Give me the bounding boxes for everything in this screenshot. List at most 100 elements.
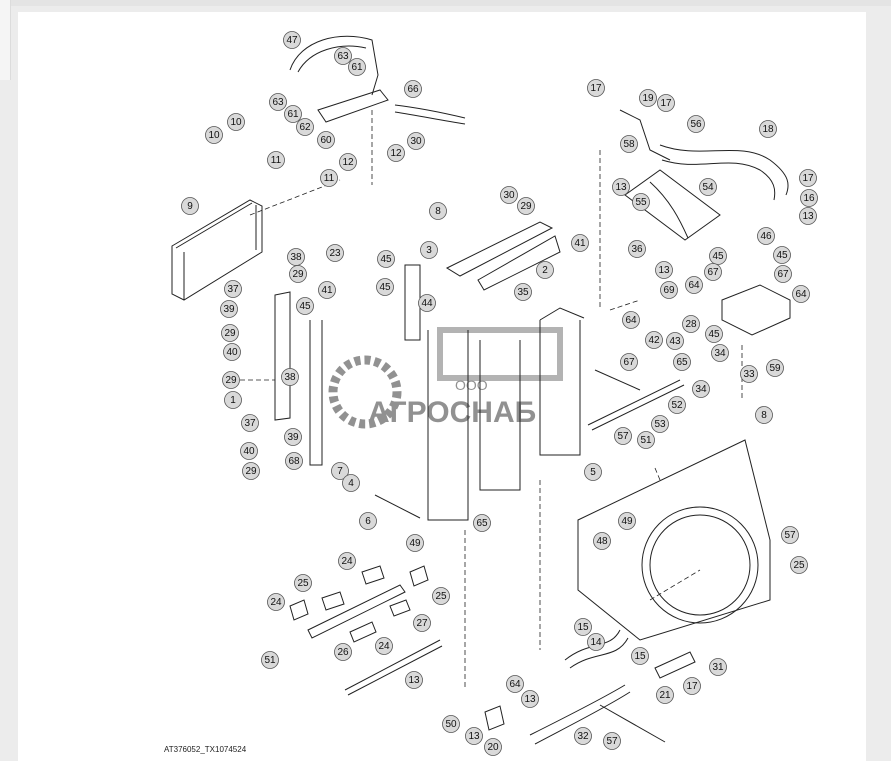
- callout-17: 17: [657, 94, 675, 112]
- callout-label: 40: [243, 446, 255, 457]
- callout-30: 30: [500, 186, 518, 204]
- callout-label: 40: [226, 347, 238, 358]
- callout-label: 25: [793, 560, 805, 571]
- callout-label: 3: [426, 245, 432, 256]
- callout-label: 4: [348, 478, 354, 489]
- diagram-caption: AT376052_TX1074524: [164, 745, 247, 754]
- callout-26: 26: [334, 643, 352, 661]
- callout-29: 29: [289, 265, 307, 283]
- callout-label: 37: [227, 284, 239, 295]
- callout-label: 7: [337, 466, 343, 477]
- callout-31: 31: [709, 658, 727, 676]
- side-bar-1: [274, 291, 291, 421]
- callout-8: 8: [755, 406, 773, 424]
- callout-label: 43: [669, 336, 681, 347]
- callout-20: 20: [484, 738, 502, 756]
- callout-29: 29: [221, 324, 239, 342]
- callout-7: 7: [331, 462, 349, 480]
- callout-label: 49: [621, 516, 633, 527]
- callout-11: 11: [267, 151, 285, 169]
- callout-45: 45: [377, 250, 395, 268]
- callout-45: 45: [296, 297, 314, 315]
- hose-assembly-top: [289, 35, 466, 125]
- callout-25: 25: [432, 587, 450, 605]
- callout-label: 51: [264, 655, 276, 666]
- callout-10: 10: [205, 126, 223, 144]
- callout-label: 33: [743, 369, 755, 380]
- callout-label: 28: [685, 319, 697, 330]
- callout-67: 67: [620, 353, 638, 371]
- callout-label: 69: [663, 285, 675, 296]
- callout-label: 6: [365, 516, 371, 527]
- callout-67: 67: [774, 265, 792, 283]
- callout-label: 23: [329, 248, 341, 259]
- callout-36: 36: [628, 240, 646, 258]
- callout-5: 5: [584, 463, 602, 481]
- hose-18-56: [619, 109, 789, 201]
- callout-40: 40: [240, 442, 258, 460]
- callout-63: 63: [269, 93, 287, 111]
- callout-25: 25: [790, 556, 808, 574]
- callout-label: 45: [379, 282, 391, 293]
- callout-4: 4: [342, 474, 360, 492]
- callout-label: 67: [623, 357, 635, 368]
- callout-1: 1: [224, 391, 242, 409]
- callout-label: 35: [517, 287, 529, 298]
- callout-label: 10: [230, 117, 242, 128]
- callout-46: 46: [757, 227, 775, 245]
- callout-6: 6: [359, 512, 377, 530]
- part-box-54: [624, 169, 721, 241]
- callout-label: 13: [408, 675, 420, 686]
- callout-34: 34: [692, 380, 710, 398]
- callout-label: 1: [230, 395, 236, 406]
- callout-label: 17: [590, 83, 602, 94]
- callout-17: 17: [587, 79, 605, 97]
- callout-45: 45: [773, 246, 791, 264]
- watermark-main: АГРОСНАБ: [368, 396, 536, 429]
- callout-16: 16: [800, 189, 818, 207]
- callout-29: 29: [517, 197, 535, 215]
- callout-17: 17: [683, 677, 701, 695]
- side-panel-edge: [0, 0, 11, 80]
- callout-64: 64: [792, 285, 810, 303]
- callout-52: 52: [668, 396, 686, 414]
- callout-44: 44: [418, 294, 436, 312]
- callout-48: 48: [593, 532, 611, 550]
- callout-58: 58: [620, 135, 638, 153]
- callout-8: 8: [429, 202, 447, 220]
- callout-28: 28: [682, 315, 700, 333]
- callout-label: 41: [574, 238, 586, 249]
- callout-label: 13: [802, 211, 814, 222]
- callout-41: 41: [571, 234, 589, 252]
- callout-label: 11: [324, 173, 335, 184]
- callout-label: 57: [606, 736, 618, 747]
- callout-13: 13: [405, 671, 423, 689]
- callout-21: 21: [656, 686, 674, 704]
- callout-label: 34: [714, 348, 726, 359]
- callout-label: 63: [272, 97, 284, 108]
- callout-label: 57: [784, 530, 796, 541]
- callout-label: 15: [634, 651, 646, 662]
- callout-15: 15: [574, 618, 592, 636]
- callout-label: 41: [321, 285, 333, 296]
- callout-label: 27: [416, 618, 428, 629]
- callout-label: 9: [187, 201, 193, 212]
- callout-29: 29: [242, 462, 260, 480]
- callout-label: 61: [351, 62, 363, 73]
- callout-label: 68: [288, 456, 300, 467]
- callout-37: 37: [241, 414, 259, 432]
- callout-63: 63: [334, 47, 352, 65]
- callout-label: 10: [208, 130, 220, 141]
- callout-45: 45: [705, 325, 723, 343]
- callout-label: 25: [435, 591, 447, 602]
- callout-label: 49: [409, 538, 421, 549]
- callout-label: 57: [617, 431, 629, 442]
- callout-59: 59: [766, 359, 784, 377]
- callout-32: 32: [574, 727, 592, 745]
- callout-label: 44: [421, 298, 433, 309]
- callout-38: 38: [281, 368, 299, 386]
- bottom-brackets: [289, 565, 429, 643]
- callout-label: 25: [297, 578, 309, 589]
- callout-40: 40: [223, 343, 241, 361]
